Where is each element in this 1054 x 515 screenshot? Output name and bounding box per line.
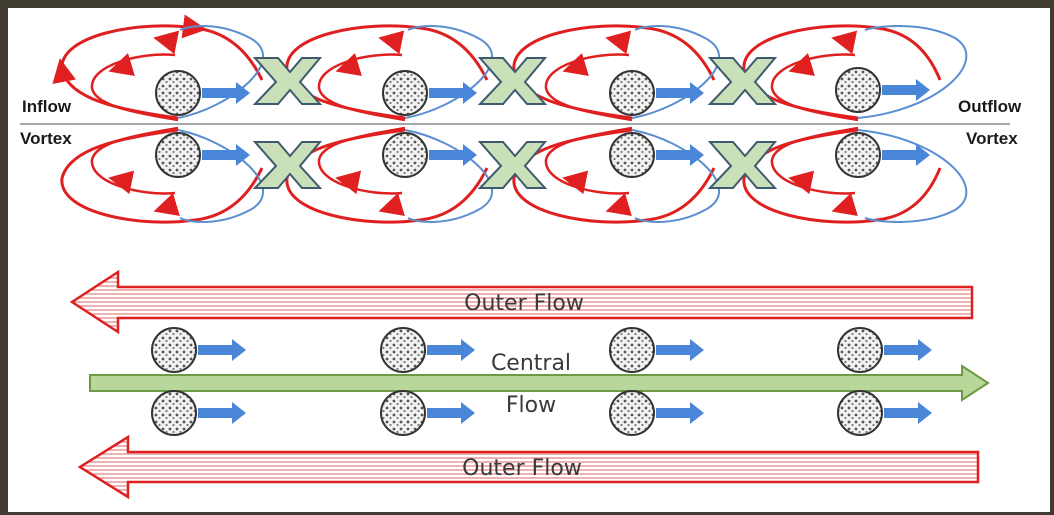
top-arrows	[202, 79, 930, 166]
cross-flow-icon	[477, 57, 548, 105]
central-flow-arrow	[89, 364, 990, 402]
right-arrow-icon	[198, 339, 246, 361]
right-arrow-icon	[882, 79, 930, 101]
particle-icon	[151, 327, 197, 373]
particle-icon	[382, 70, 428, 116]
right-arrow-icon	[427, 402, 475, 424]
vortex-cell-2	[285, 24, 493, 224]
particle-icon	[835, 132, 881, 178]
right-arrow-icon	[202, 144, 250, 166]
particle-icon	[609, 390, 655, 436]
cross-flow-icon	[707, 57, 778, 105]
right-arrow-icon	[429, 144, 477, 166]
outer-flow-arrow-bottom	[77, 434, 980, 500]
vortex-street: Inflow Vortex Outflow Vortex	[20, 14, 1022, 224]
cross-flow-icon	[252, 57, 323, 105]
cross-flow-icons	[252, 57, 778, 189]
outflow-label-line2: Vortex	[966, 129, 1018, 148]
central-flow-label-line1: Central	[491, 351, 571, 376]
outer-flow-label-bottom: Outer Flow	[462, 456, 582, 481]
right-arrow-icon	[202, 82, 250, 104]
bottom-arrows	[198, 339, 932, 424]
particle-icon	[609, 70, 655, 116]
particle-icon	[609, 132, 655, 178]
particle-icon	[155, 70, 201, 116]
right-arrow-icon	[656, 339, 704, 361]
particle-icon	[382, 132, 428, 178]
central-flow-label-line2: Flow	[506, 393, 556, 418]
inflow-label-line1: Inflow	[22, 97, 72, 116]
particle-icon	[380, 390, 426, 436]
vortex-cell-1	[52, 14, 264, 224]
top-particles	[155, 67, 881, 178]
right-arrow-icon	[884, 402, 932, 424]
outflow-label-line1: Outflow	[958, 97, 1022, 116]
right-arrow-icon	[656, 82, 704, 104]
right-arrow-icon	[656, 402, 704, 424]
particle-icon	[837, 390, 883, 436]
bottom-particles	[151, 327, 883, 436]
vortex-cell-3	[512, 24, 720, 224]
inflow-label-line2: Vortex	[20, 129, 72, 148]
vortex-cell-4	[742, 24, 968, 224]
particle-icon	[837, 327, 883, 373]
right-arrow-icon	[198, 402, 246, 424]
right-arrow-icon	[429, 82, 477, 104]
cross-flow-icon	[252, 141, 323, 189]
particle-icon	[151, 390, 197, 436]
cross-flow-icon	[477, 141, 548, 189]
right-arrow-icon	[656, 144, 704, 166]
outer-flow-label-top: Outer Flow	[464, 291, 584, 316]
right-arrow-icon	[427, 339, 475, 361]
particle-icon	[609, 327, 655, 373]
flow-schematic: Outer Flow Central Flow Outer Flow	[69, 269, 990, 500]
particle-icon	[835, 67, 881, 113]
outer-flow-arrow-top	[69, 269, 974, 335]
right-arrow-icon	[882, 144, 930, 166]
right-arrow-icon	[884, 339, 932, 361]
particle-icon	[380, 327, 426, 373]
particle-icon	[155, 132, 201, 178]
cross-flow-icon	[707, 141, 778, 189]
